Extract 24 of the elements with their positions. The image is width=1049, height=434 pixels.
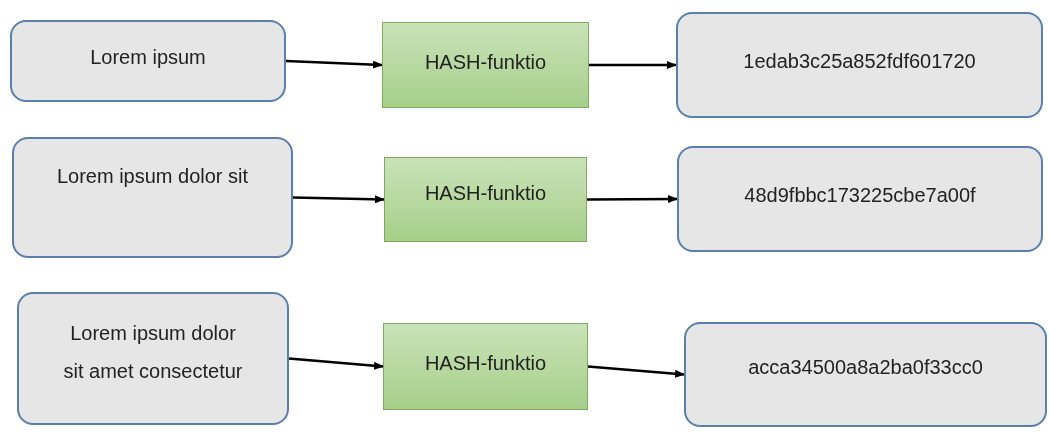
arrow (285, 59, 383, 69)
node-text: 1edab3c25a852fdf601720 (743, 49, 976, 74)
arrow (587, 195, 678, 204)
arrow (589, 61, 677, 69)
hash-output-box (676, 12, 1043, 118)
arrow (292, 195, 385, 204)
input-box (10, 20, 286, 102)
node-text: Lorem ipsum (90, 45, 206, 70)
input-box (12, 137, 293, 258)
hash-output-box (677, 146, 1043, 252)
node-text: HASH-funktio (424, 351, 547, 376)
node-text: acca34500a8a2ba0f33cc0 (748, 355, 983, 380)
input-box (17, 292, 289, 425)
node-text: HASH-funktio (424, 50, 547, 75)
process-box (383, 323, 588, 410)
hash-output-box (684, 322, 1047, 427)
node-text: Lorem ipsum dolor sit amet consectetur (63, 321, 243, 384)
node-text: Lorem ipsum dolor sit (56, 164, 249, 189)
node-text: HASH-funktio (424, 181, 547, 206)
arrow (288, 357, 384, 370)
arrow (587, 365, 685, 378)
process-box (384, 157, 587, 242)
process-box (382, 22, 589, 108)
node-text: 48d9fbbc173225cbe7a00f (744, 183, 976, 208)
